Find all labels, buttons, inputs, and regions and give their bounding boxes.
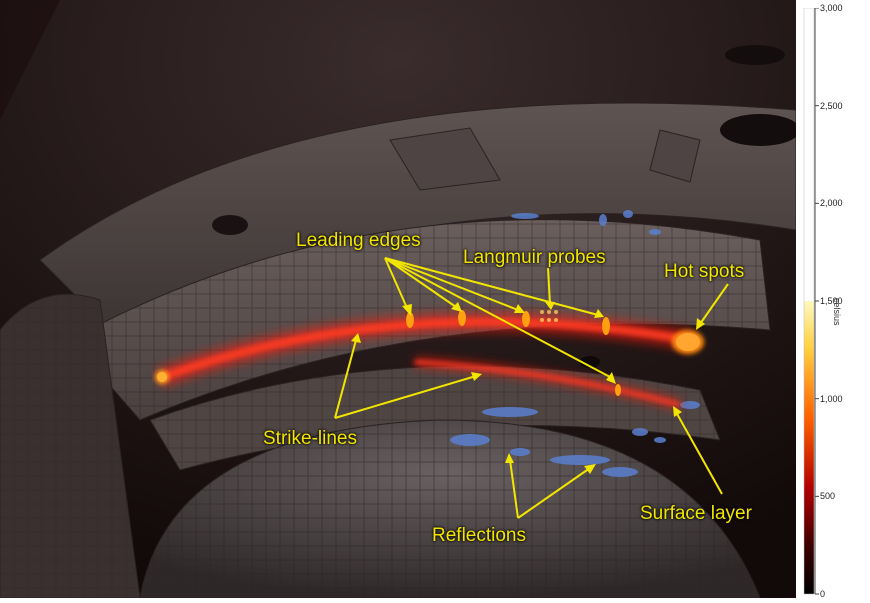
leading-edges-label: Leading edges	[296, 230, 421, 251]
colorbar-tick-label: 500	[820, 491, 836, 502]
strike-lines-label: Strike-lines	[263, 428, 357, 449]
surface-layer-label: Surface layer	[640, 503, 752, 524]
colorbar-tick-label: 1,000	[820, 393, 843, 404]
colorbar-tick-label: 2,000	[820, 198, 843, 209]
colorbar-unit: celsius	[832, 298, 842, 326]
temperature-colorbar: 0 500 1,000 1,500 2,000 2,500 3,000 celsius	[800, 4, 870, 599]
lower-strike-line	[414, 357, 682, 410]
annotation-arrows	[334, 257, 729, 519]
arrow-heads	[351, 302, 705, 474]
colorbar-tick-label: 0	[820, 589, 826, 599]
colorbar-tick-label: 1,500	[820, 296, 843, 306]
hot-spots-label: Hot spots	[664, 261, 745, 282]
colorbar-tick-label: 3,000	[820, 3, 843, 13]
langmuir-probes-label: Langmuir probes	[463, 247, 606, 268]
colorbar-tick-label: 2,500	[820, 100, 843, 111]
hot-spots	[155, 330, 704, 384]
leading-edge-marks	[406, 310, 621, 396]
langmuir-probe-marks	[540, 310, 558, 322]
vessel-render	[0, 0, 796, 598]
thermal-camera-view: Leading edges Langmuir probes Hot spots …	[0, 0, 796, 598]
reflection-patches	[450, 210, 700, 477]
reflections-label: Reflections	[432, 525, 526, 546]
colorbar-gradient	[803, 7, 819, 595]
